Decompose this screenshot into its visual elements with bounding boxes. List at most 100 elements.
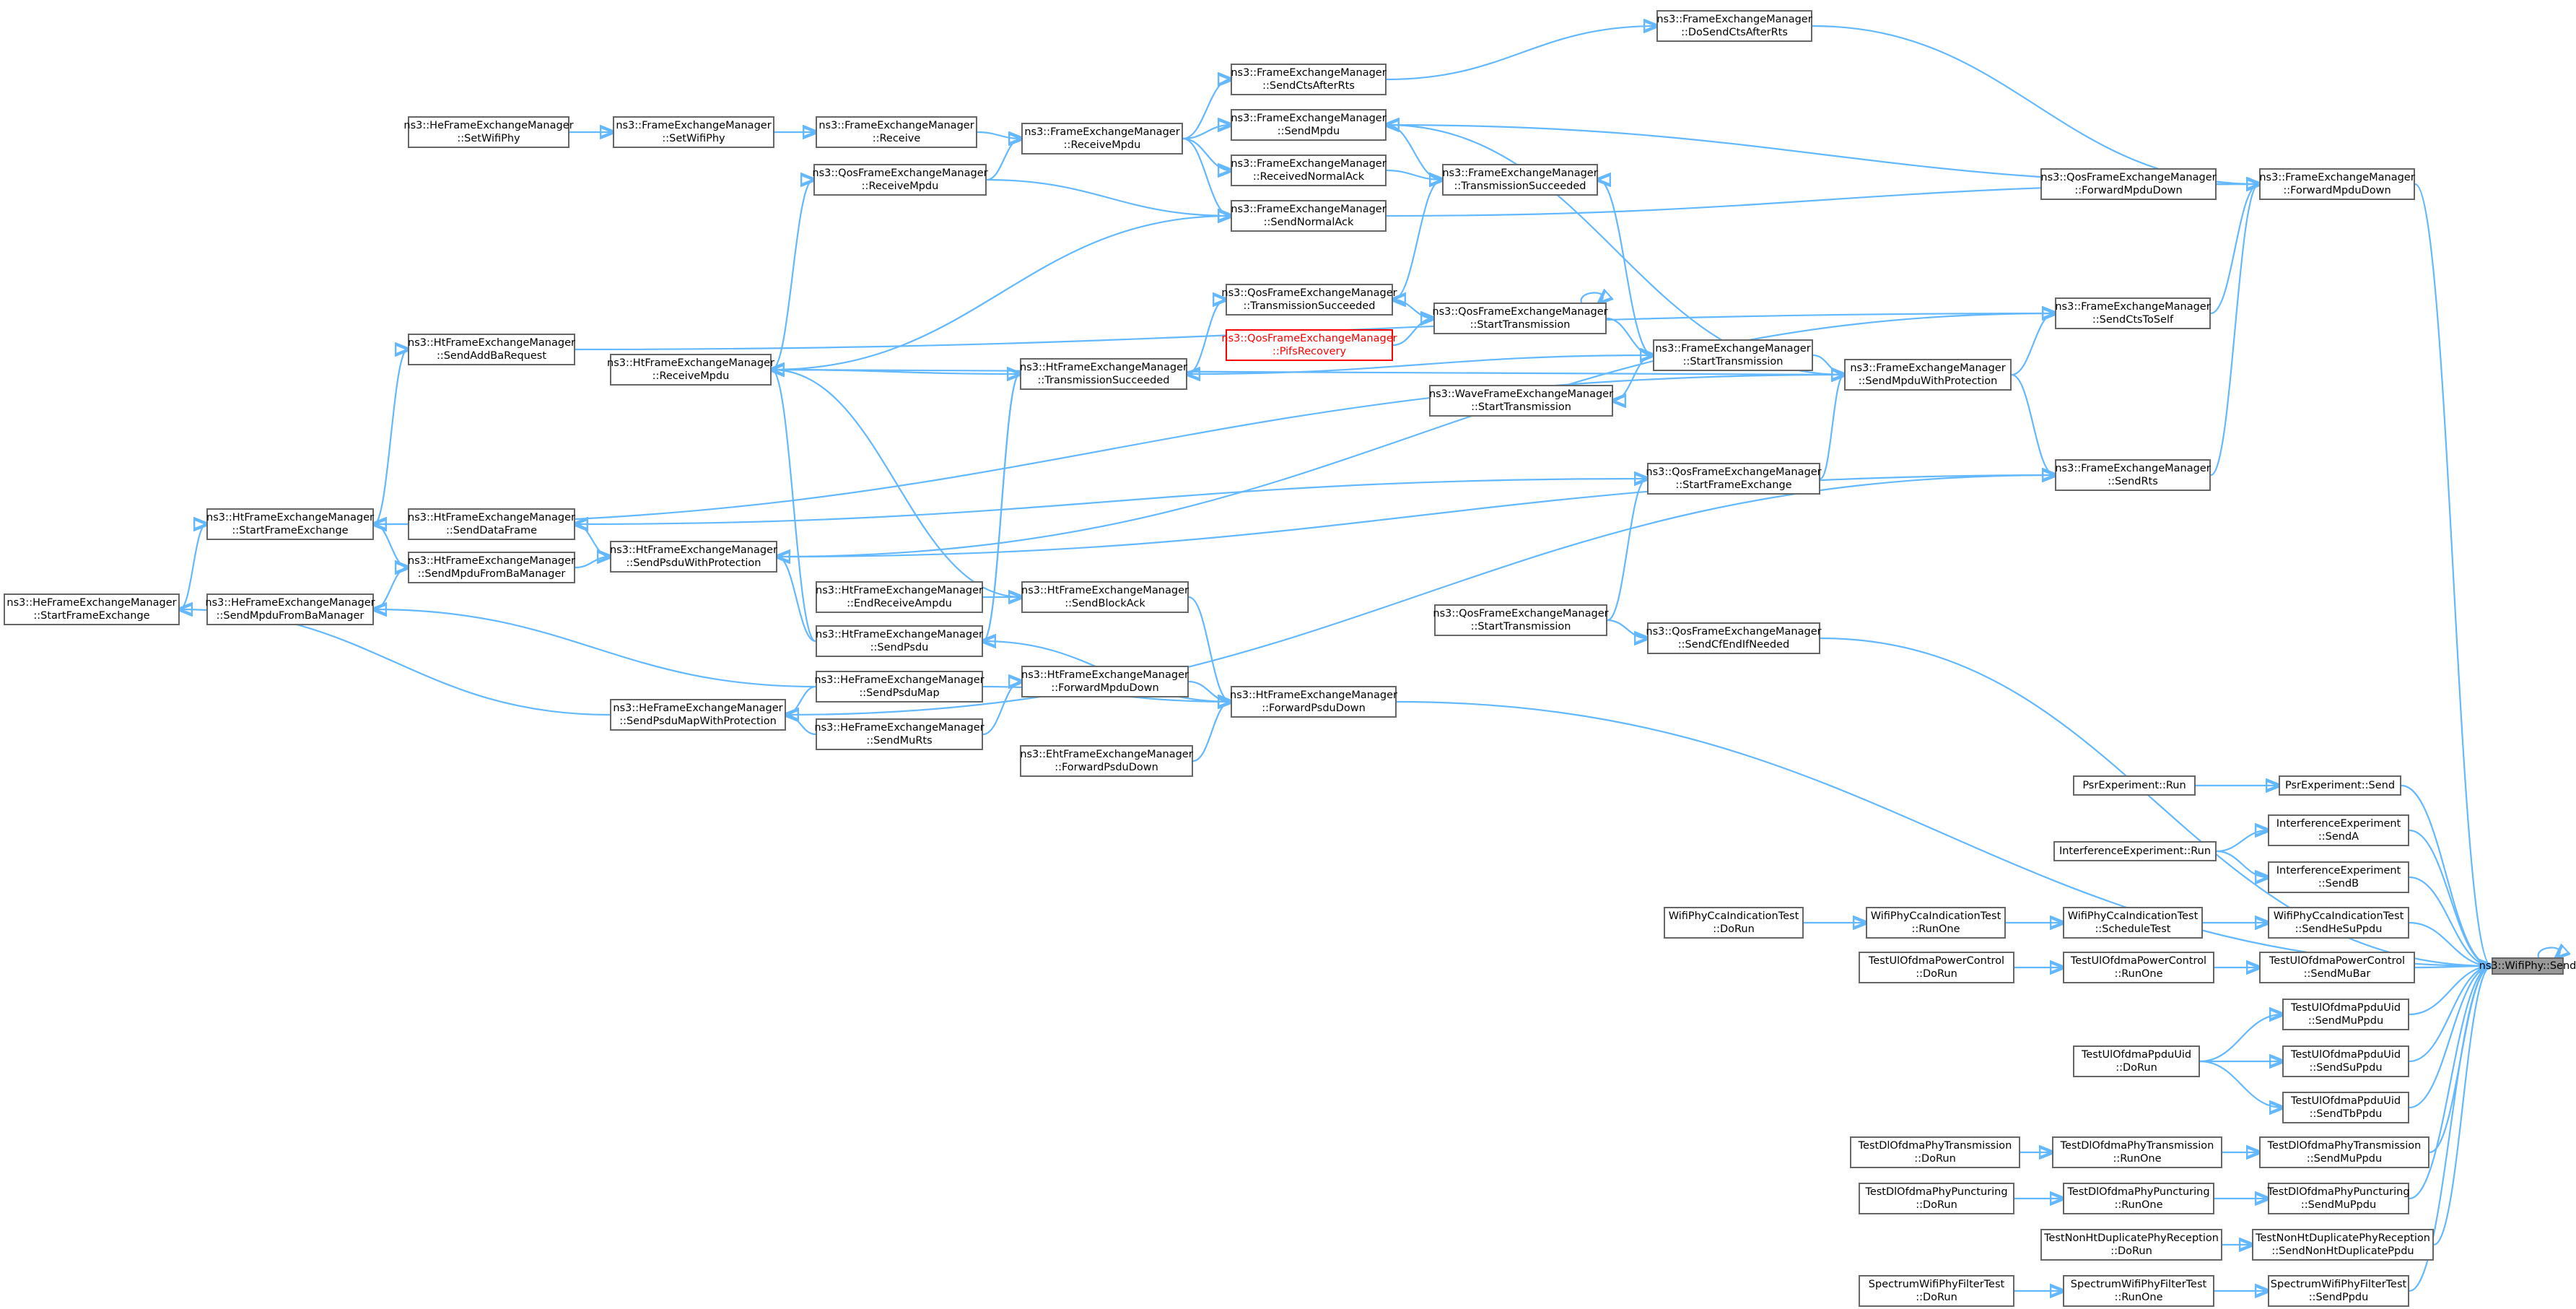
node-intSendB[interactable]: InterferenceExperiment::SendB (2268, 861, 2409, 893)
node-feSetWifiPhy[interactable]: ns3::FrameExchangeManager::SetWifiPhy (613, 116, 774, 148)
node-label-line: ::SendMuPpdu (2308, 1015, 2384, 1027)
node-htSendMpduFromBa[interactable]: ns3::HtFrameExchangeManager::SendMpduFro… (408, 552, 575, 583)
node-label-line: ::ScheduleTest (2095, 923, 2171, 935)
node-psrRun[interactable]: PsrExperiment::Run (2073, 775, 2196, 796)
node-qosSendCfEnd[interactable]: ns3::QosFrameExchangeManager::SendCfEndI… (1646, 622, 1822, 654)
node-sendCtsAfterRts[interactable]: ns3::FrameExchangeManager::SendCtsAfterR… (1231, 64, 1387, 95)
node-htEndReceiveAmpdu[interactable]: ns3::HtFrameExchangeManager::EndReceiveA… (816, 581, 983, 613)
node-root[interactable]: ns3::WifiPhy::Send (2479, 957, 2576, 975)
node-sendRts[interactable]: ns3::FrameExchangeManager::SendRts (2055, 459, 2211, 491)
node-label-line: InterferenceExperiment (2276, 865, 2401, 877)
node-dltxRunOne[interactable]: TestDlOfdmaPhyTransmission::RunOne (2052, 1136, 2222, 1168)
node-label-line: ::SendRts (2108, 476, 2158, 487)
node-label-line: ::SendCtsToSelf (2092, 314, 2174, 326)
node-receivedNormalAck[interactable]: ns3::FrameExchangeManager::ReceivedNorma… (1231, 155, 1387, 186)
node-htSendDataFrame[interactable]: ns3::HtFrameExchangeManager::SendDataFra… (408, 508, 575, 540)
edge-qosSendCfEnd-to-root (1820, 637, 2492, 966)
node-label-line: WifiPhyCcaIndicationTest (1668, 910, 1799, 922)
node-qosTxSucceeded[interactable]: ns3::QosFrameExchangeManager::Transmissi… (1221, 284, 1397, 316)
node-waveStartTx[interactable]: ns3::WaveFrameExchangeManager::StartTran… (1429, 385, 1613, 417)
node-heSendMuRts[interactable]: ns3::HeFrameExchangeManager::SendMuRts (814, 718, 984, 750)
node-uidDoRun[interactable]: TestUlOfdmaPpduUid::DoRun (2073, 1045, 2200, 1077)
node-label-line: ::ForwardMpduDown (2283, 185, 2391, 196)
node-label-line: PsrExperiment::Run (2082, 780, 2186, 791)
node-sendMpdu[interactable]: ns3::FrameExchangeManager::SendMpdu (1231, 109, 1387, 141)
node-heSendPsduMapWithProt[interactable]: ns3::HeFrameExchangeManager::SendPsduMap… (610, 699, 786, 731)
node-label-line: TestNonHtDuplicatePhyReception (2256, 1232, 2430, 1244)
node-qosStartFrameEx[interactable]: ns3::QosFrameExchangeManager::StartFrame… (1646, 463, 1822, 495)
node-ccaSchedule[interactable]: WifiPhyCcaIndicationTest::ScheduleTest (2063, 907, 2203, 939)
node-uidSendMu[interactable]: TestUlOfdmaPpduUid::SendMuPpdu (2282, 999, 2409, 1030)
node-nhtSend[interactable]: TestNonHtDuplicatePhyReception::SendNonH… (2252, 1229, 2434, 1261)
node-dltxDoRun[interactable]: TestDlOfdmaPhyTransmission::DoRun (1850, 1136, 2020, 1168)
node-pcRunOne[interactable]: TestUlOfdmaPowerControl::RunOne (2063, 952, 2214, 983)
edge-qosStartTx2-to-qosSendCfEnd (1607, 619, 1647, 638)
node-feReceiveMpdu[interactable]: ns3::FrameExchangeManager::ReceiveMpdu (1021, 123, 1183, 155)
edge-uidDoRun-to-uidSendMu (2199, 1014, 2282, 1063)
node-label-line: WifiPhyCcaIndicationTest (2067, 910, 2199, 922)
node-dlpDoRun[interactable]: TestDlOfdmaPhyPuncturing::DoRun (1859, 1183, 2014, 1214)
node-heStartFrameEx[interactable]: ns3::HeFrameExchangeManager::StartFrameE… (4, 593, 180, 625)
node-uidSendSu[interactable]: TestUlOfdmaPpduUid::SendSuPpdu (2282, 1045, 2409, 1077)
node-label-line: TestUlOfdmaPowerControl (2070, 955, 2207, 967)
node-label-line: ::StartFrameExchange (1675, 479, 1792, 491)
node-pcSendMuBar[interactable]: TestUlOfdmaPowerControl::SendMuBar (2259, 952, 2415, 983)
node-pcDoRun[interactable]: TestUlOfdmaPowerControl::DoRun (1859, 952, 2014, 983)
node-sendMpduWithProt[interactable]: ns3::FrameExchangeManager::SendMpduWithP… (1844, 359, 2012, 391)
node-intRun[interactable]: InterferenceExperiment::Run (2053, 841, 2217, 861)
edge-intRun-to-intSendB (2216, 850, 2268, 877)
node-dlpRunOne[interactable]: TestDlOfdmaPhyPuncturing::RunOne (2063, 1183, 2214, 1214)
edge-feReceiveMpdu-to-sendMpdu (1182, 125, 1231, 140)
node-qosStartTx2[interactable]: ns3::QosFrameExchangeManager::StartTrans… (1433, 604, 1609, 636)
node-sfRunOne[interactable]: SpectrumWifiPhyFilterTest::RunOne (2063, 1275, 2214, 1307)
node-label-line: ::SendNormalAck (1263, 217, 1354, 228)
node-htTxSucceeded[interactable]: ns3::HtFrameExchangeManager::Transmissio… (1020, 358, 1187, 390)
node-intSendA[interactable]: InterferenceExperiment::SendA (2268, 814, 2409, 846)
edge-psrSend-to-root (2401, 784, 2492, 966)
node-qosStartTx[interactable]: ns3::QosFrameExchangeManager::StartTrans… (1432, 303, 1608, 334)
node-ccaRunOne[interactable]: WifiPhyCcaIndicationTest::RunOne (1866, 907, 2006, 939)
node-feStartTx[interactable]: ns3::FrameExchangeManager::StartTransmis… (1653, 339, 1813, 371)
node-feTxSucceeded[interactable]: ns3::FrameExchangeManager::TransmissionS… (1442, 164, 1598, 196)
node-fwdMpduDown[interactable]: ns3::FrameExchangeManager::ForwardMpduDo… (2259, 168, 2415, 200)
node-htReceiveMpdu[interactable]: ns3::HtFrameExchangeManager::ReceiveMpdu (607, 354, 774, 386)
node-dltxSendMu[interactable]: TestDlOfdmaPhyTransmission::SendMuPpdu (2259, 1136, 2429, 1168)
node-heSetWifiPhy[interactable]: ns3::HeFrameExchangeManager::SetWifiPhy (403, 116, 574, 148)
node-psrSend[interactable]: PsrExperiment::Send (2279, 775, 2401, 796)
node-feReceive[interactable]: ns3::FrameExchangeManager::Receive (816, 116, 977, 148)
node-htSendPsdu[interactable]: ns3::HtFrameExchangeManager::SendPsdu (816, 625, 983, 657)
node-sendCtsToSelf[interactable]: ns3::FrameExchangeManager::SendCtsToSelf (2055, 297, 2211, 329)
node-ehtFwdPsduDown[interactable]: ns3::EhtFrameExchangeManager::ForwardPsd… (1020, 745, 1193, 777)
node-label-line: ::TransmissionSucceeded (1454, 181, 1586, 192)
node-htFwdPsduDown[interactable]: ns3::HtFrameExchangeManager::ForwardPsdu… (1230, 686, 1397, 718)
node-doSendCts[interactable]: ns3::FrameExchangeManager::DoSendCtsAfte… (1656, 10, 1812, 42)
node-dlpSendMu[interactable]: TestDlOfdmaPhyPuncturing::SendMuPpdu (2267, 1183, 2410, 1214)
node-uidSendTb[interactable]: TestUlOfdmaPpduUid::SendTbPpdu (2282, 1092, 2409, 1123)
node-htSendAddBa[interactable]: ns3::HtFrameExchangeManager::SendAddBaRe… (408, 334, 575, 365)
node-sfSend[interactable]: SpectrumWifiPhyFilterTest::SendPpdu (2268, 1275, 2409, 1307)
node-sendNormalAck[interactable]: ns3::FrameExchangeManager::SendNormalAck (1231, 200, 1387, 232)
node-htSendPsduWithProt[interactable]: ns3::HtFrameExchangeManager::SendPsduWit… (610, 541, 777, 573)
node-nhtDoRun[interactable]: TestNonHtDuplicatePhyReception::DoRun (2040, 1229, 2222, 1261)
node-label-line: ::SendMpdu (1277, 126, 1340, 137)
node-label-line: ::SendTbPpdu (2309, 1108, 2383, 1120)
edge-qosReceiveMpdu-to-sendNormalAck (986, 178, 1231, 216)
node-ccaSendHeSu[interactable]: WifiPhyCcaIndicationTest::SendHeSuPpdu (2268, 907, 2409, 939)
node-htStartFrameEx[interactable]: ns3::HtFrameExchangeManager::StartFrameE… (206, 508, 374, 540)
node-qosReceiveMpdu[interactable]: ns3::QosFrameExchangeManager::ReceiveMpd… (812, 164, 988, 196)
node-label-line: TestUlOfdmaPpduUid (2290, 1049, 2401, 1061)
node-ccaDoRun[interactable]: WifiPhyCcaIndicationTest::DoRun (1664, 907, 1804, 939)
node-label-line: ::SendBlockAck (1065, 598, 1145, 609)
node-qosFwdMpduDown[interactable]: ns3::QosFrameExchangeManager::ForwardMpd… (2040, 168, 2217, 200)
node-heSendMpduFromBa[interactable]: ns3::HeFrameExchangeManager::SendMpduFro… (205, 593, 375, 625)
node-sfDoRun[interactable]: SpectrumWifiPhyFilterTest::DoRun (1859, 1275, 2014, 1307)
node-htSendBlockAck[interactable]: ns3::HtFrameExchangeManager::SendBlockAc… (1021, 581, 1189, 613)
node-htFwdMpduDown[interactable]: ns3::HtFrameExchangeManager::ForwardMpdu… (1021, 666, 1189, 697)
node-pifsRecovery[interactable]: ns3::QosFrameExchangeManager::PifsRecove… (1221, 329, 1397, 361)
node-label-line: ::ForwardMpduDown (2074, 185, 2183, 196)
node-label-line: SpectrumWifiPhyFilterTest (2270, 1279, 2407, 1290)
node-label-line: ::SendPsduMap (859, 687, 940, 699)
node-label-line: TestDlOfdmaPhyTransmission (2267, 1140, 2422, 1152)
node-heSendPsduMap[interactable]: ns3::HeFrameExchangeManager::SendPsduMap (814, 671, 984, 703)
